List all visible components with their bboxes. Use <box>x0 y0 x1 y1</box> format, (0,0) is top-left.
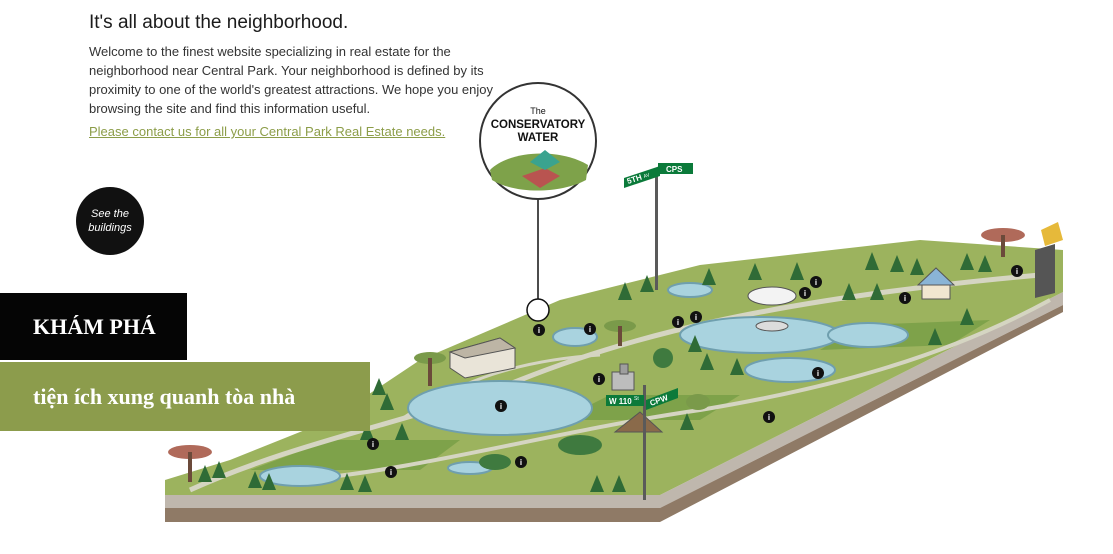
callout-the: The <box>530 106 546 116</box>
info-marker[interactable]: i <box>367 438 379 450</box>
callout-title-line1: CONSERVATORY <box>491 119 586 131</box>
explore-banner[interactable]: KHÁM PHÁ <box>0 293 187 360</box>
trees <box>198 252 992 492</box>
info-marker[interactable]: i <box>810 276 822 288</box>
svg-text:i: i <box>677 318 679 327</box>
see-buildings-line2: buildings <box>88 222 132 234</box>
tower-monument <box>1035 222 1063 298</box>
flat-trees <box>168 228 1025 482</box>
info-markers[interactable]: i i i i i i i i i i i i i i i <box>367 265 1023 478</box>
svg-text:AV: AV <box>643 172 651 180</box>
street-sign-5th-cps: 5TH AV CPS <box>624 163 693 290</box>
svg-text:i: i <box>500 402 502 411</box>
info-marker[interactable]: i <box>672 316 684 328</box>
info-marker[interactable]: i <box>799 287 811 299</box>
svg-text:i: i <box>538 326 540 335</box>
svg-text:i: i <box>390 468 392 477</box>
park-path <box>188 272 1041 493</box>
see-buildings-button[interactable]: See the buildings <box>76 187 144 255</box>
carousel <box>916 267 956 300</box>
svg-text:i: i <box>589 325 591 334</box>
info-marker[interactable]: i <box>495 400 507 412</box>
info-marker[interactable]: i <box>763 411 775 423</box>
page-title: It's all about the neighborhood. <box>89 12 349 33</box>
museum-building <box>611 363 635 391</box>
sign-cps-label: CPS <box>666 165 683 174</box>
info-marker[interactable]: i <box>385 466 397 478</box>
info-marker[interactable]: i <box>690 311 702 323</box>
svg-text:i: i <box>372 440 374 449</box>
svg-text:i: i <box>817 369 819 378</box>
info-marker[interactable]: i <box>812 367 824 379</box>
info-marker[interactable]: i <box>584 323 596 335</box>
info-marker[interactable]: i <box>1011 265 1023 277</box>
svg-text:i: i <box>815 278 817 287</box>
sign-w110-label: W 110 <box>609 397 632 406</box>
callout-anchor[interactable] <box>526 298 550 322</box>
info-marker[interactable]: i <box>515 456 527 468</box>
svg-text:St: St <box>634 396 639 402</box>
dana-center-building <box>448 337 517 379</box>
dome-pavilion <box>747 286 797 332</box>
park-ground <box>165 240 1063 495</box>
svg-text:i: i <box>598 375 600 384</box>
conservatory-water-callout[interactable]: The CONSERVATORY WATER <box>479 82 597 322</box>
svg-text:i: i <box>804 289 806 298</box>
svg-text:i: i <box>695 313 697 322</box>
sign-5th-label: 5TH <box>626 173 643 186</box>
amenities-banner[interactable]: tiện ích xung quanh tòa nhà <box>0 362 370 431</box>
svg-text:i: i <box>520 458 522 467</box>
intro-section: It's all about the neighborhood. Welcome… <box>89 12 509 141</box>
see-buildings-line1: See the <box>91 208 129 220</box>
contact-link[interactable]: Please contact us for all your Central P… <box>89 124 446 139</box>
info-marker[interactable]: i <box>533 324 545 336</box>
info-marker[interactable]: i <box>593 373 605 385</box>
svg-text:i: i <box>904 294 906 303</box>
svg-text:i: i <box>768 413 770 422</box>
info-marker[interactable]: i <box>899 292 911 304</box>
svg-text:i: i <box>1016 267 1018 276</box>
intro-paragraph: Welcome to the finest website specializi… <box>89 44 494 116</box>
callout-title-line2: WATER <box>518 132 559 144</box>
bandshell <box>613 411 664 433</box>
